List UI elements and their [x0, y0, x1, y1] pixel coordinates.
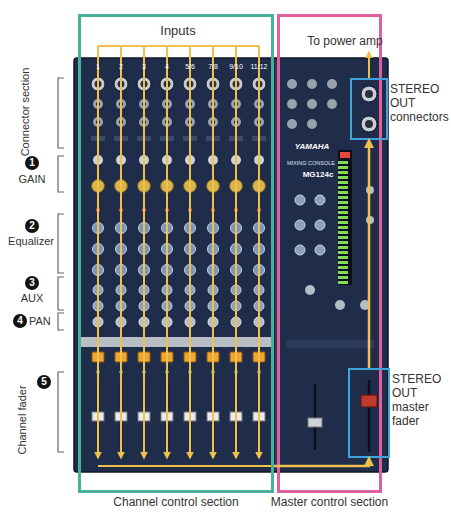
knob: [315, 220, 325, 230]
jack: [287, 99, 297, 109]
brand-logo: YAMAHA: [288, 140, 336, 154]
knob: [305, 285, 315, 295]
knob: [315, 245, 325, 255]
signal-arrow: [274, 458, 369, 466]
part-label: PAN: [29, 314, 57, 328]
jack: [327, 99, 337, 109]
channel-number: 2: [110, 62, 132, 71]
part-label: Equalizer: [2, 234, 60, 248]
jack: [307, 79, 317, 89]
bracket: [58, 277, 64, 310]
bracket: [58, 156, 64, 192]
fader-slot: [314, 384, 316, 450]
channel-number: 11/12: [248, 62, 270, 71]
label-strip: [80, 337, 272, 347]
jack: [327, 79, 337, 89]
channel-signal-line: [97, 46, 99, 458]
channel-signal-line: [189, 46, 191, 458]
switch-row: [286, 340, 374, 348]
section-label: STEREO OUT connectors: [390, 82, 446, 124]
section-brackets: [58, 78, 64, 452]
channel-signal-line: [212, 46, 214, 458]
knob: [315, 195, 325, 205]
inputs-bracket: [98, 45, 259, 47]
callout-number: 3: [25, 276, 39, 290]
master-fader-slot: [368, 380, 370, 452]
callout-number: 4: [13, 314, 27, 328]
master-knobs: [295, 186, 374, 310]
signal-lines: [98, 46, 369, 466]
callout-number: 1: [25, 156, 39, 170]
channel-signal-line: [258, 46, 260, 458]
section-box: Master control section: [277, 14, 382, 493]
power-amp-arrow: [368, 52, 370, 78]
stereo-bus-line: [98, 465, 274, 467]
part-label: GAIN: [6, 172, 58, 186]
bracket: [58, 214, 64, 273]
knob: [295, 245, 305, 255]
model-caption: MIXING CONSOLE: [283, 160, 339, 167]
level-meter: [338, 150, 352, 285]
master-fader-cap: [361, 395, 377, 407]
knob: [295, 195, 305, 205]
part-label: AUX: [6, 291, 58, 305]
stereo-out-xlr: [361, 116, 377, 132]
callout-number: 5: [37, 375, 51, 389]
section-box: Channel control section: [78, 14, 274, 493]
section-label: Master control section: [271, 495, 388, 509]
bracket: [58, 313, 64, 330]
model-name: MG124c: [300, 168, 336, 182]
section-label: Connector section: [18, 62, 32, 162]
stereo-out-xlr: [361, 86, 377, 102]
inputs-label: Inputs: [143, 24, 213, 38]
part-label: Channel fader: [15, 370, 29, 470]
jack: [307, 119, 317, 129]
jack: [287, 119, 297, 129]
master-jacks: [287, 79, 337, 129]
knob: [366, 186, 374, 194]
section-label: STEREO OUT master fader: [392, 372, 448, 428]
channel-number: 4: [156, 62, 178, 71]
xlr-hole: [365, 90, 373, 98]
fader-cap: [308, 418, 322, 427]
bracket: [58, 78, 64, 148]
knob: [366, 216, 374, 224]
knob: [295, 220, 305, 230]
callout-number: 2: [25, 219, 39, 233]
channel-number: 3: [133, 62, 155, 71]
level-meter-green: [338, 160, 352, 285]
xlr-hole: [365, 120, 373, 128]
channel-signal-line: [143, 46, 145, 458]
highlight-box: STEREO OUT master fader: [348, 368, 390, 458]
channel-signal-line: [120, 46, 122, 458]
section-label: Channel control section: [113, 495, 238, 509]
channel-number: 1: [87, 62, 109, 71]
jack: [307, 99, 317, 109]
knob: [335, 300, 345, 310]
channel-number: 7/8: [202, 62, 224, 71]
channel-number: 5/6: [179, 62, 201, 71]
signal-arrow: [368, 140, 371, 368]
highlight-box: STEREO OUT connectors: [350, 78, 388, 140]
output-label: To power amp: [295, 34, 395, 48]
knob: [360, 300, 370, 310]
jack: [287, 79, 297, 89]
channel-signal-line: [166, 46, 168, 458]
bracket: [58, 372, 64, 452]
channel-number: 9/10: [225, 62, 247, 71]
channel-signal-line: [235, 46, 237, 458]
level-meter-red: [340, 152, 350, 158]
